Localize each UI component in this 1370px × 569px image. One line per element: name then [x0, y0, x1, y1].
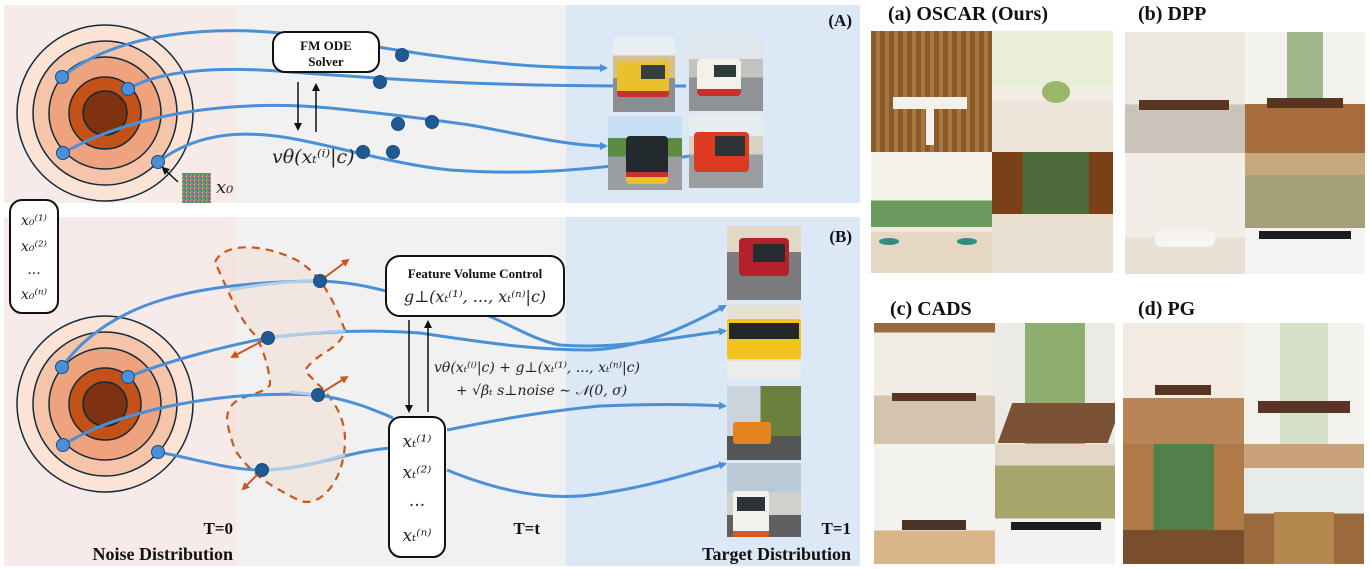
- room-image-d-4: [1243, 443, 1364, 564]
- feature-volume-region: [213, 246, 347, 503]
- svg-text:Solver: Solver: [308, 54, 344, 69]
- svg-text:...: ...: [409, 491, 425, 511]
- feature-volume-control-box: Feature Volume Control g⊥(xₜ⁽¹⁾, ..., xₜ…: [385, 255, 565, 317]
- panel-a-label: (A): [828, 11, 852, 30]
- panel-title-oscar: (a) OSCAR (Ours): [888, 3, 1048, 25]
- noise-distribution-caption: Noise Distribution: [92, 544, 233, 564]
- room-image-d-1: [1123, 323, 1244, 444]
- fm-ode-solver-box: FM ODE Solver: [272, 31, 380, 73]
- xt-list-box: xₜ⁽¹⁾ xₜ⁽²⁾ ... xₜ⁽ⁿ⁾: [388, 416, 446, 558]
- svg-text:FM ODE: FM ODE: [300, 38, 352, 53]
- trajectory-b-3: [62, 392, 394, 447]
- panel-b-label: (B): [829, 227, 852, 246]
- room-image-a-2: [992, 31, 1113, 152]
- bus-image-b-2: [727, 305, 801, 379]
- bus-image-a-1: [613, 37, 675, 112]
- bus-image-b-3: [727, 386, 801, 460]
- room-image-c-2: [994, 323, 1115, 444]
- panel-title-cads: (c) CADS: [890, 298, 972, 320]
- panel-title-pg: (d) PG: [1138, 298, 1196, 320]
- update-formula-line2: + √βₜ s⊥noise ∼ 𝒩(0, σ): [456, 383, 627, 399]
- points-b: [55, 274, 327, 477]
- t0-label: T=0: [203, 519, 233, 538]
- svg-text:Feature Volume Control: Feature Volume Control: [408, 266, 543, 281]
- tt-label: T=t: [513, 519, 540, 538]
- trajectory-b-7: [446, 461, 727, 499]
- target-distribution-caption: Target Distribution: [702, 544, 851, 564]
- room-image-c-3: [874, 443, 995, 564]
- noise-label: x₀: [216, 177, 233, 198]
- svg-text:x₀⁽ⁿ⁾: x₀⁽ⁿ⁾: [21, 287, 48, 303]
- svg-text:xₜ⁽ⁿ⁾: xₜ⁽ⁿ⁾: [402, 526, 431, 546]
- svg-text:x₀⁽²⁾: x₀⁽²⁾: [21, 239, 48, 255]
- room-image-d-3: [1123, 443, 1244, 564]
- svg-text:...: ...: [27, 262, 40, 278]
- bus-image-b-4: [727, 463, 801, 537]
- bus-image-a-2: [689, 37, 763, 111]
- svg-text:g⊥(xₜ⁽¹⁾, ..., xₜ⁽ⁿ⁾|c): g⊥(xₜ⁽¹⁾, ..., xₜ⁽ⁿ⁾|c): [404, 287, 546, 306]
- oscar-flow-diagram: x₀ FM ODE Solver vθ(xₜ⁽ⁱ⁾|c) (A) x₀⁽¹⁾ x…: [4, 5, 860, 566]
- trajectory-b-6: [446, 401, 727, 432]
- room-image-a-3: [871, 152, 992, 273]
- room-image-a-1: [871, 31, 992, 152]
- panel-title-dpp: (b) DPP: [1138, 3, 1207, 25]
- room-image-a-4: [992, 152, 1113, 273]
- svg-text:xₜ⁽²⁾: xₜ⁽²⁾: [403, 463, 432, 483]
- t1-label: T=1: [821, 519, 851, 538]
- room-image-b-3: [1125, 153, 1245, 274]
- trajectory-a-3: [62, 104, 608, 155]
- room-image-c-1: [874, 323, 995, 444]
- bus-image-a-3: [608, 116, 682, 190]
- bus-image-a-4: [689, 114, 763, 188]
- bus-image-b-1: [727, 226, 801, 300]
- update-formula-line1: vθ(xₜ⁽ⁱ⁾|c) + g⊥(xₜ⁽¹⁾, ..., xₜ⁽ⁿ⁾|c): [434, 360, 640, 376]
- noise-distribution-rings-b: [16, 315, 194, 493]
- points-a: [55, 48, 439, 169]
- room-image-b-4: [1245, 153, 1365, 274]
- room-image-b-2: [1245, 32, 1365, 153]
- trajectory-a-4: [157, 132, 691, 174]
- svg-text:xₜ⁽¹⁾: xₜ⁽¹⁾: [403, 432, 432, 452]
- room-image-b-1: [1125, 32, 1245, 153]
- room-image-c-4: [994, 443, 1115, 564]
- svg-text:x₀⁽¹⁾: x₀⁽¹⁾: [21, 213, 48, 229]
- room-image-d-2: [1243, 323, 1364, 444]
- velocity-label: vθ(xₜ⁽ⁱ⁾|c): [272, 146, 355, 168]
- trajectory-a-2: [127, 67, 687, 91]
- x0-list-box: x₀⁽¹⁾ x₀⁽²⁾ ... x₀⁽ⁿ⁾: [9, 199, 59, 314]
- noise-sample: x₀: [161, 166, 233, 203]
- trajectory-b-1: [60, 279, 391, 368]
